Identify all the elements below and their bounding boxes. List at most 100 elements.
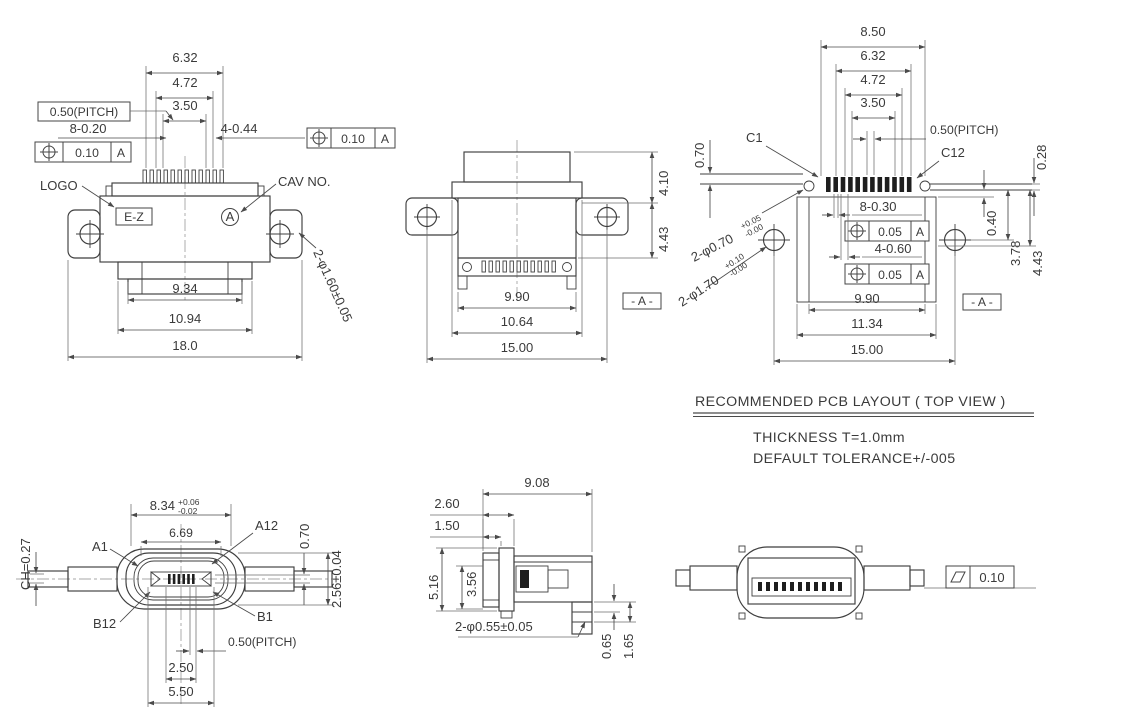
logo-box bbox=[115, 207, 153, 226]
profile-outline bbox=[482, 547, 593, 635]
gdt-frame-2: 0.05 A bbox=[844, 263, 930, 285]
rear-contacts bbox=[481, 260, 556, 273]
datum-flag bbox=[622, 292, 662, 310]
pins-narrow-label: 8-0.20 bbox=[70, 121, 107, 136]
gdt-datum-letter: A bbox=[381, 132, 390, 146]
leg-hole-note: 2-φ0.55±0.05 bbox=[455, 619, 533, 634]
dim-6.32: 6.32 bbox=[860, 48, 885, 63]
mating-face-view: CH=0.27 8.34 +0.06 -0.02 6.69 A1 A12 B12… bbox=[16, 497, 344, 707]
gdt-tolerance-value: 0.10 bbox=[341, 132, 365, 146]
dim-6.69: 6.69 bbox=[169, 526, 193, 540]
flatness-icon bbox=[950, 571, 966, 583]
cavity-marker-circle bbox=[221, 208, 239, 226]
datum-label: - A - bbox=[631, 294, 653, 308]
dim-15.00: 15.00 bbox=[851, 342, 884, 357]
shell-outline bbox=[405, 151, 629, 290]
small-hole-note: 2-φ0.70 +0.05 -0.00 bbox=[689, 212, 765, 264]
dim-11.34: 11.34 bbox=[851, 316, 883, 331]
thickness-note: THICKNESS T=1.0mm bbox=[753, 430, 905, 446]
pitch-label: 0.50(PITCH) bbox=[930, 123, 998, 137]
pin-row bbox=[142, 169, 224, 184]
dim-8.50: 8.50 bbox=[860, 24, 885, 39]
pin-b12-callout: B12 bbox=[93, 616, 116, 631]
rear-view: 4.10 4.43 9.90 10.64 15.00 - A - bbox=[405, 140, 671, 363]
notes-block: RECOMMENDED PCB LAYOUT ( TOP VIEW ) THIC… bbox=[693, 394, 1034, 467]
dim-4.72: 4.72 bbox=[860, 72, 885, 87]
dim-0.40: 0.40 bbox=[984, 211, 999, 236]
dim-9.08: 9.08 bbox=[524, 475, 549, 490]
dim-2.56: 2.56±0.04 bbox=[329, 550, 344, 608]
dim-8-0.30: 8-0.30 bbox=[860, 199, 897, 214]
dim-0.70-strip: 0.70 bbox=[692, 143, 707, 168]
dim-0.65: 0.65 bbox=[599, 634, 614, 659]
pins-wide-label: 4-0.44 bbox=[221, 121, 258, 136]
front-view: E-Z A 6.32 4.72 3.50 0.50(PITCH) 8-0.20 … bbox=[34, 50, 396, 361]
dim-4.43: 4.43 bbox=[656, 227, 671, 252]
small-hole-right bbox=[919, 180, 931, 192]
small-hole-left bbox=[803, 180, 815, 192]
dim-8.34-minus: -0.02 bbox=[178, 506, 198, 516]
flatness-value: 0.10 bbox=[979, 570, 1004, 585]
dim-8.34: 8.34 bbox=[150, 498, 175, 513]
dim-2.60: 2.60 bbox=[434, 496, 459, 511]
cavity-letter: A bbox=[226, 209, 235, 224]
gdt-frame-left: 0.10 A bbox=[34, 141, 132, 163]
dim-10.64: 10.64 bbox=[501, 314, 534, 329]
solder-pads bbox=[826, 177, 912, 192]
gdt-datum-letter: A bbox=[916, 268, 925, 282]
gdt-datum-letter: A bbox=[117, 146, 126, 160]
svg-text:2-φ1.70: 2-φ1.70 bbox=[675, 272, 721, 309]
dim-9.90: 9.90 bbox=[504, 289, 529, 304]
dim-2.50: 2.50 bbox=[168, 660, 193, 675]
tongue-contacts bbox=[168, 574, 195, 584]
logo-text: E-Z bbox=[124, 210, 144, 224]
gdt-datum-letter: A bbox=[916, 225, 925, 239]
bottom-view: 0.10 bbox=[675, 545, 1036, 620]
dim-18.0: 18.0 bbox=[172, 338, 197, 353]
position-tolerance-icon bbox=[848, 265, 866, 283]
dim-4.72: 4.72 bbox=[172, 75, 197, 90]
gdt-frame-1: 0.05 A bbox=[844, 220, 930, 242]
position-tolerance-icon bbox=[848, 222, 866, 240]
pitch-box bbox=[37, 101, 131, 122]
gdt-tolerance-value: 0.05 bbox=[878, 225, 902, 239]
pin-a12-callout: A12 bbox=[255, 518, 278, 533]
position-tolerance-icon bbox=[40, 143, 58, 161]
datum-label: - A - bbox=[971, 295, 993, 309]
tolerance-note: DEFAULT TOLERANCE+/-005 bbox=[753, 451, 956, 467]
dim-3.50: 3.50 bbox=[172, 98, 197, 113]
pin-b1-callout: B1 bbox=[257, 609, 273, 624]
shell-outline bbox=[27, 548, 333, 610]
dim-1.65: 1.65 bbox=[621, 634, 636, 659]
dim-10.94: 10.94 bbox=[169, 311, 202, 326]
pin-a1-callout: A1 bbox=[92, 539, 108, 554]
pitch-label: 0.50(PITCH) bbox=[228, 635, 296, 649]
pitch-label: 0.50(PITCH) bbox=[50, 105, 118, 119]
dim-5.50: 5.50 bbox=[168, 684, 193, 699]
pad-c12-callout: C12 bbox=[941, 145, 965, 160]
side-view: 9.08 2.60 1.50 5.16 3.56 2-φ0.55±0.05 0.… bbox=[426, 475, 636, 659]
dim-8.34-plus: +0.06 bbox=[178, 497, 200, 507]
footprint-outline bbox=[796, 196, 937, 303]
chamfer-note: CH=0.27 bbox=[18, 538, 33, 590]
pcb-layout-title: RECOMMENDED PCB LAYOUT ( TOP VIEW ) bbox=[695, 394, 1006, 410]
dim-0.28: 0.28 bbox=[1034, 145, 1049, 170]
dim-4-0.60: 4-0.60 bbox=[875, 241, 912, 256]
dim-1.50: 1.50 bbox=[434, 518, 459, 533]
pcb-layout-view: 8.50 6.32 4.72 3.50 0.50(PITCH) 0.70 C1 … bbox=[675, 24, 1049, 365]
dim-5.16: 5.16 bbox=[426, 575, 441, 600]
pad-c1-callout: C1 bbox=[746, 130, 763, 145]
dim-3.56: 3.56 bbox=[464, 572, 479, 597]
gdt-tolerance-value: 0.05 bbox=[878, 268, 902, 282]
datum-flag bbox=[962, 293, 1002, 311]
dim-3.78: 3.78 bbox=[1008, 241, 1023, 266]
gdt-tolerance-value: 0.10 bbox=[75, 146, 99, 160]
dim-3.50: 3.50 bbox=[860, 95, 885, 110]
large-hole-note: 2-φ1.70 +0.10 -0.00 bbox=[675, 251, 749, 310]
mounting-hole-note: 2-φ1.60±0.05 bbox=[310, 247, 355, 324]
dim-4.10: 4.10 bbox=[656, 171, 671, 196]
dim-6.32: 6.32 bbox=[172, 50, 197, 65]
flatness-frame: 0.10 bbox=[945, 565, 1015, 589]
